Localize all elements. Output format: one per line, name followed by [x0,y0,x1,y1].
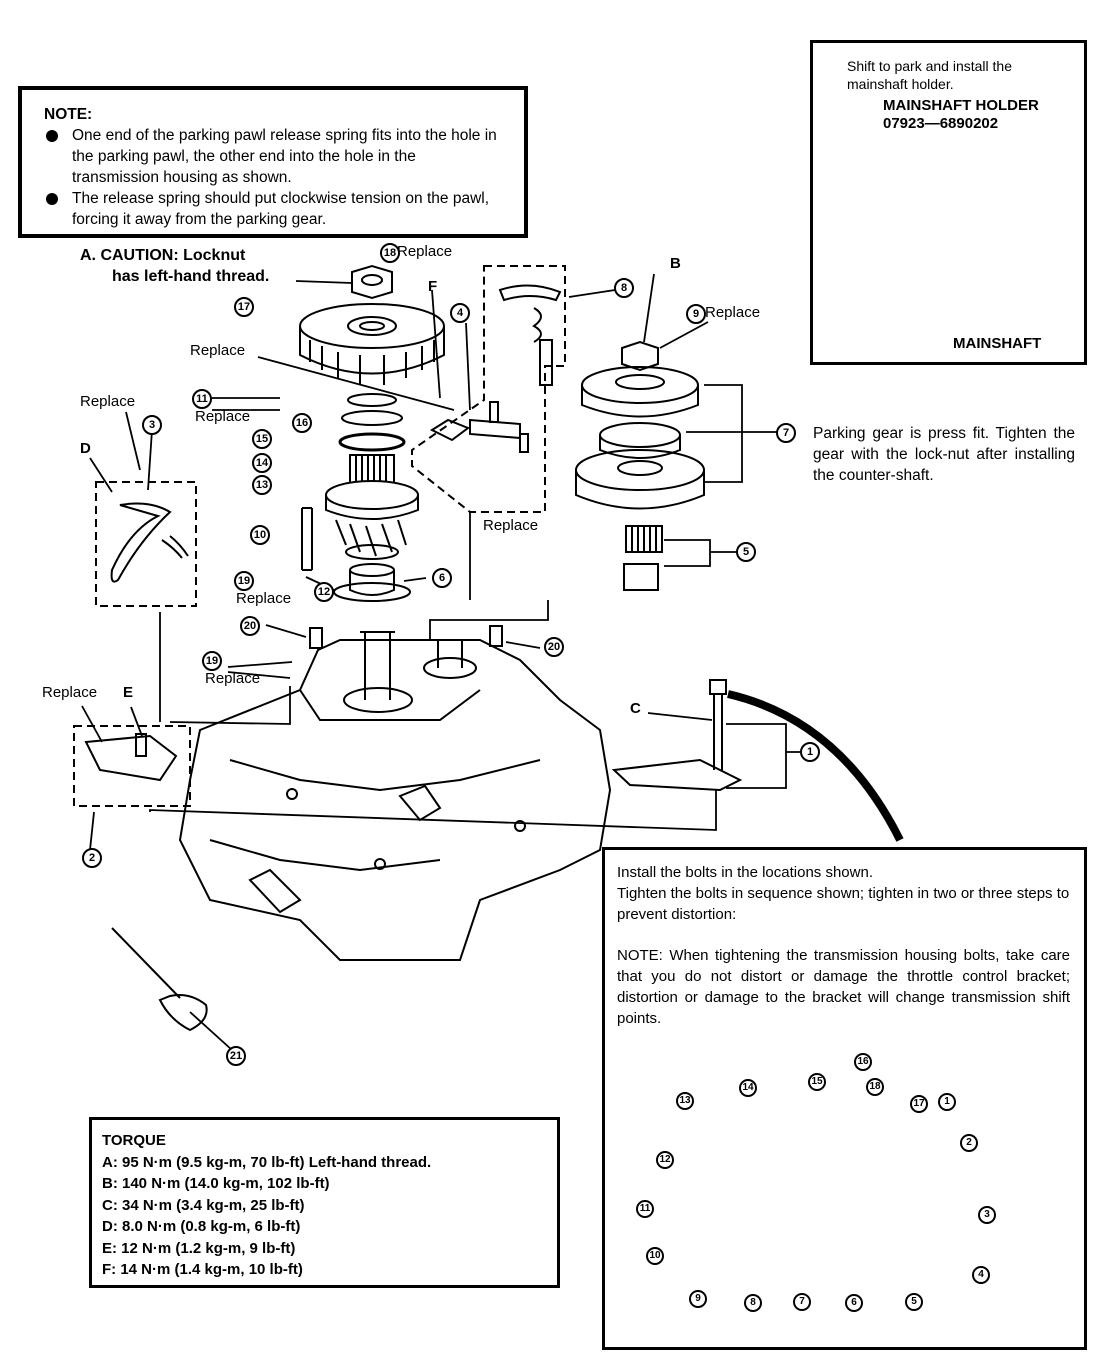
bolt-seq: 11 [636,1200,654,1218]
gear-13 [325,480,419,557]
callout-12: 12 [314,582,334,602]
pawl-assembly-box [411,265,566,513]
bolts-note: NOTE: When tightening the transmission h… [617,947,1070,1027]
bolt-seq: 10 [646,1247,664,1265]
callout-1: 1 [800,742,820,762]
bolt-seq: 13 [676,1092,694,1110]
callout-19b: 19 [202,651,222,671]
torque-row: A: 95 N·m (9.5 kg-m, 70 lb-ft) Left-hand… [102,1153,432,1171]
torque-box: TORQUE A: 95 N·m (9.5 kg-m, 70 lb-ft) Le… [89,1117,560,1288]
label-e: E [123,684,134,701]
holder-tool-name: MAINSHAFT HOLDER [883,97,1039,114]
collar-6 [333,563,411,602]
torque-row: E: 12 N·m (1.2 kg-m, 9 lb-ft) [102,1239,296,1257]
bolt-seq: 1 [938,1093,956,1111]
note-box: NOTE: One end of the parking pawl releas… [18,86,528,238]
transmission-housing [178,631,612,961]
torque-row: C: 34 N·m (3.4 kg-m, 25 lb-ft) [102,1196,305,1214]
bolt-seq: 14 [739,1079,757,1097]
callout-16: 16 [292,413,312,433]
bolt-seq: 16 [854,1053,872,1071]
bolt-seq: 12 [656,1151,674,1169]
callout-8: 8 [614,278,634,298]
needle-bearing-5 [625,525,663,553]
parking-gear [581,366,699,418]
mainshaft-holder-box: Shift to park and install the mainshaft … [810,40,1087,365]
callout-13: 13 [252,475,272,495]
callout-5: 5 [736,542,756,562]
bolt-seq: 7 [793,1293,811,1311]
replace-label: Replace [190,342,246,359]
callout-9: 9 [686,304,706,324]
callout-4: 4 [450,303,470,323]
bolt-seq: 15 [808,1073,826,1091]
parking-gear-note: Parking gear is press fit. Tighten the g… [813,425,1075,484]
replace-label: Replace [195,408,251,425]
replace-label: Replace [483,517,539,534]
replace-label: Replace [42,684,98,701]
replace-label: Replace [397,243,453,260]
label-b: B [670,255,681,272]
note-title: NOTE: [44,106,93,123]
needle-bearing-14 [349,454,395,484]
bolt-seq: 2 [960,1134,978,1152]
callout-17: 17 [234,297,254,317]
note-bullet: One end of the parking pawl release spri… [44,125,504,188]
callout-2: 2 [82,848,102,868]
label-d: D [80,440,91,457]
bolts-instruction-box: Install the bolts in the locations shown… [602,847,1087,1350]
counter-gear [575,449,705,510]
torque-row: B: 140 N·m (14.0 kg-m, 102 lb-ft) [102,1175,330,1192]
bolt-seq: 8 [744,1294,762,1312]
callout-6: 6 [432,568,452,588]
note-bullet: The release spring should put clockwise … [44,188,504,230]
drum-17 [299,303,445,385]
callout-20: 20 [240,616,260,636]
holder-tool-number: 07923—6890202 [883,115,999,132]
bolts-line-1: Install the bolts in the locations shown… [617,864,873,881]
locknut-a [351,264,393,300]
replace-label: Replace [205,670,261,687]
note-list: One end of the parking pawl release spri… [44,125,504,230]
callout-21: 21 [226,1046,246,1066]
callout-19: 19 [234,571,254,591]
bolt-seq: 9 [689,1290,707,1308]
label-f: F [428,278,438,295]
replace-label: Replace [705,304,761,321]
mainshaft-label: MAINSHAFT [953,335,1042,352]
callout-14: 14 [252,453,272,473]
bolt-seq: 3 [978,1206,996,1224]
bearing-7 [599,422,681,459]
bolt-seq: 5 [905,1293,923,1311]
bolt-seq: 6 [845,1294,863,1312]
bolts-line-2: Tighten the bolts in sequence shown; tig… [617,885,1070,923]
replace-label: Replace [236,590,292,607]
torque-row: F: 14 N·m (1.4 kg-m, 10 lb-ft) [102,1261,303,1278]
callout-10: 10 [250,525,270,545]
callout-18: 18 [380,243,400,263]
caution-line-1: A. CAUTION: Locknut [80,247,246,264]
locknut-b [621,340,659,372]
callout-11: 11 [192,389,212,409]
holder-instruction: Shift to park and install the mainshaft … [847,58,1012,92]
callout-7: 7 [776,423,796,443]
label-c: C [630,700,641,717]
torque-row: D: 8.0 N·m (0.8 kg-m, 6 lb-ft) [102,1218,301,1235]
bolt-seq: 17 [910,1095,928,1113]
caution-line-2: has left-hand thread. [112,268,270,285]
bolt-seq: 4 [972,1266,990,1284]
torque-title: TORQUE [102,1132,166,1149]
callout-20b: 20 [544,637,564,657]
replace-label: Replace [80,393,136,410]
callout-3: 3 [142,415,162,435]
bolt-seq: 18 [866,1078,884,1096]
callout-15: 15 [252,429,272,449]
